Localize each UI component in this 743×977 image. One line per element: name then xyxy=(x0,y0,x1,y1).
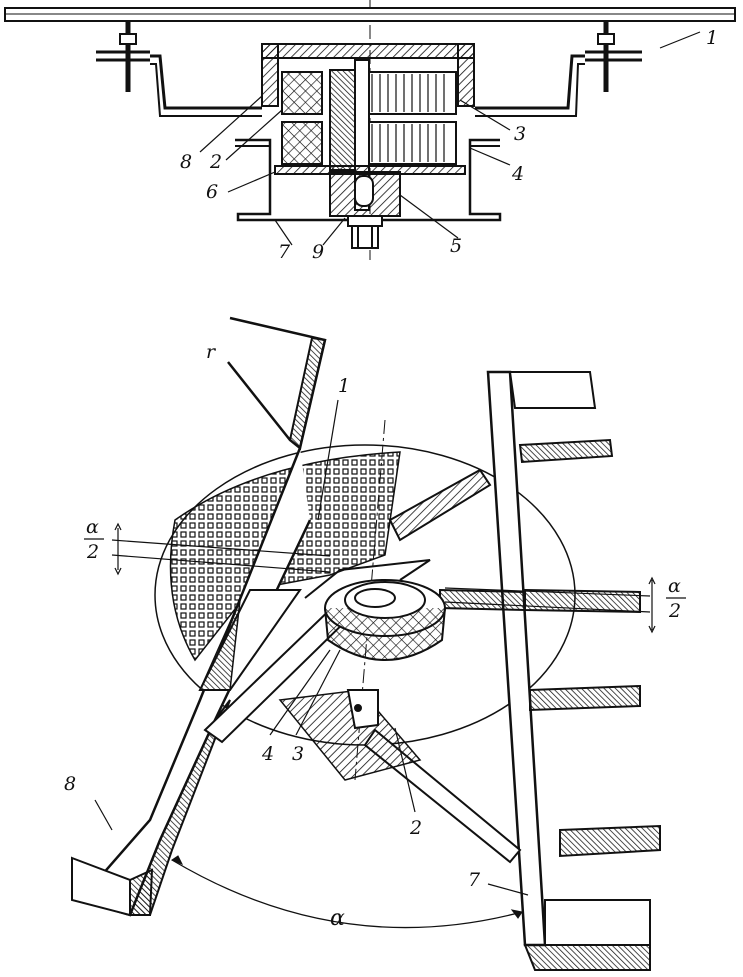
top-label-2: 2 xyxy=(209,151,222,173)
nut xyxy=(347,215,383,227)
bottom-perspective-view: r xyxy=(71,316,661,971)
bottom-label-8: 8 xyxy=(64,773,76,795)
top-labels: 1 2 3 4 5 6 7 8 9 xyxy=(180,27,718,263)
top-label-3: 3 xyxy=(514,123,526,145)
half-angle-left-den: 2 xyxy=(86,541,99,563)
top-label-7: 7 xyxy=(278,241,291,263)
lower-coil xyxy=(281,121,323,165)
upper-housing-top xyxy=(261,43,475,59)
rails xyxy=(439,438,661,858)
bottom-leaders xyxy=(94,399,529,896)
half-angle-right-line-1 xyxy=(444,587,651,597)
top-label-1: 1 xyxy=(706,27,718,49)
bottom-label-3: 3 xyxy=(292,743,304,765)
hanger xyxy=(346,689,379,730)
half-angle-left-num: α xyxy=(86,516,99,538)
right-bracket xyxy=(475,54,585,110)
spoke-upper-right xyxy=(388,468,492,542)
bottom-label-4: 4 xyxy=(261,743,274,765)
bottom-label-7: 7 xyxy=(468,869,481,891)
top-section-view xyxy=(4,0,736,260)
top-label-4: 4 xyxy=(511,163,524,185)
alpha-arc xyxy=(171,859,523,929)
top-leaders xyxy=(199,31,701,246)
beam-mark: r xyxy=(206,341,217,363)
top-label-9: 9 xyxy=(312,241,324,263)
half-angle-right-num: α xyxy=(668,575,681,597)
center-coil xyxy=(324,607,446,661)
upper-coil xyxy=(281,71,323,115)
top-label-8: 8 xyxy=(180,151,192,173)
lower-winding xyxy=(365,121,457,165)
right-bolt xyxy=(585,21,642,92)
top-label-6: 6 xyxy=(206,181,218,203)
bottom-label-1: 1 xyxy=(338,375,350,397)
bottom-label-2: 2 xyxy=(409,817,422,839)
bottom-labels: 1 2 3 4 7 8 α α 2 α 2 xyxy=(64,375,686,931)
left-bracket xyxy=(150,54,262,110)
half-angle-left-line-1 xyxy=(111,539,331,557)
half-angle-right-den: 2 xyxy=(668,600,681,622)
left-bolt xyxy=(96,21,150,92)
top-label-5: 5 xyxy=(450,235,462,257)
angle-alpha: α xyxy=(330,906,345,931)
